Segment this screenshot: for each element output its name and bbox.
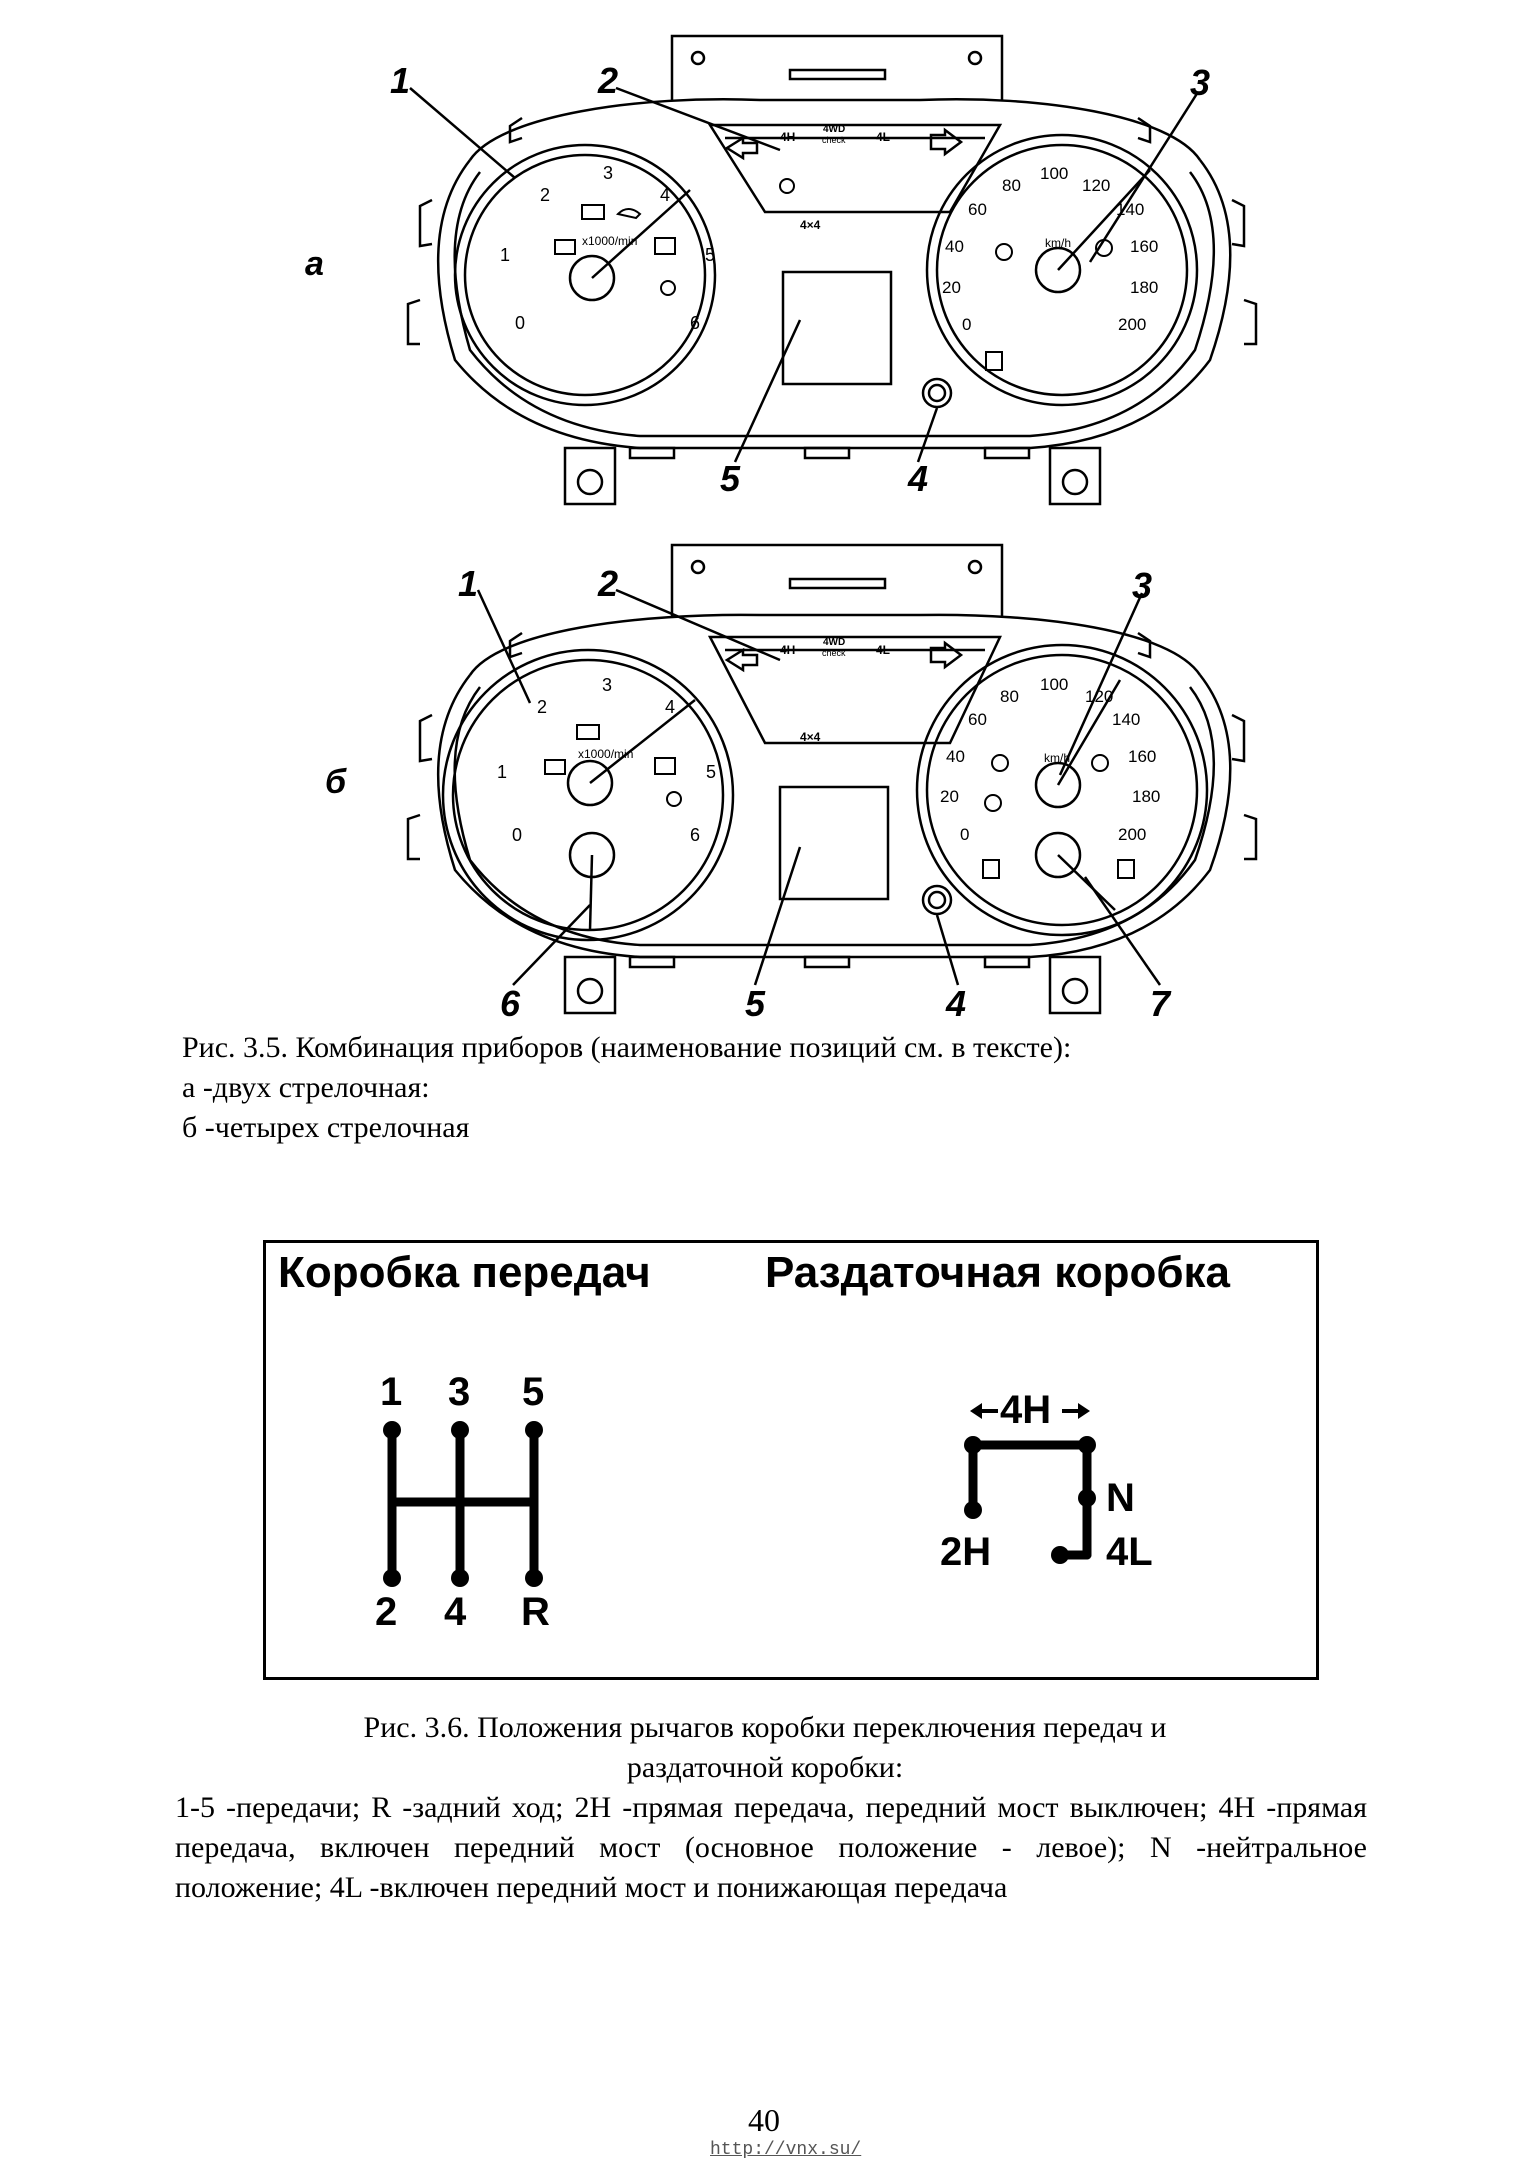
callout-1: 1	[458, 563, 479, 604]
speed-number: 160	[1130, 237, 1159, 256]
gear-4: 4	[444, 1590, 467, 1634]
speed-unit: km/h	[1044, 751, 1071, 765]
variant-label-a: а	[305, 245, 324, 283]
tach-unit: x1000/min	[578, 747, 634, 761]
indicator-4x4: 4×4	[800, 730, 821, 744]
indicator-4l: 4L	[876, 643, 891, 657]
speed-number: 100	[1040, 164, 1069, 183]
tach-number: 1	[497, 762, 508, 782]
speed-number: 60	[968, 710, 987, 729]
tach-number: 2	[537, 697, 548, 717]
gear-5: 5	[522, 1370, 545, 1414]
transfer-4l: 4L	[1106, 1530, 1153, 1574]
callout-6: 6	[500, 983, 521, 1024]
speed-number: 40	[946, 747, 965, 766]
callout-4: 4	[908, 458, 929, 499]
gear-1: 1	[380, 1370, 403, 1414]
speed-number: 100	[1040, 675, 1069, 694]
tach-number: 0	[512, 825, 523, 845]
fig36-title-line1: Рис. 3.6. Положения рычагов коробки пере…	[363, 1711, 1167, 1744]
callout-5: 5	[720, 458, 741, 499]
fig36-title-line2: раздаточной коробки:	[626, 1751, 904, 1784]
speed-number: 140	[1112, 710, 1141, 729]
tach-number: 5	[705, 245, 716, 265]
indicator-check: check	[822, 135, 846, 145]
tach-number: 4	[665, 697, 676, 717]
tach-number: 6	[690, 313, 701, 333]
speed-unit: km/h	[1045, 236, 1072, 250]
speed-number: 200	[1118, 825, 1147, 844]
tach-unit: x1000/min	[582, 234, 638, 248]
source-url[interactable]: http://vnx.su/	[710, 2140, 862, 2160]
tach-number: 5	[706, 762, 717, 782]
callout-7: 7	[1150, 983, 1171, 1024]
speed-number: 80	[1000, 687, 1019, 706]
transfer-4h: 4H	[1000, 1388, 1052, 1432]
indicator-4h: 4H	[780, 130, 796, 144]
speed-number: 200	[1118, 315, 1147, 334]
callout-5: 5	[745, 983, 766, 1024]
fig35-line-a: а -двух стрелочная:	[182, 1071, 430, 1104]
shift-pattern-box	[263, 1240, 1319, 1680]
tach-number: 3	[603, 163, 614, 183]
tach-number: 2	[540, 185, 551, 205]
callout-3: 3	[1190, 62, 1211, 103]
speed-number: 20	[940, 787, 959, 806]
gearbox-title: Коробка передач	[278, 1248, 651, 1297]
callout-3: 3	[1132, 565, 1153, 606]
tach-number: 0	[515, 313, 526, 333]
indicator-4wd: 4WD	[823, 637, 846, 648]
instrument-cluster-b	[406, 543, 1258, 1015]
indicator-4h: 4H	[780, 643, 796, 657]
gear-r: R	[521, 1590, 550, 1634]
tach-number: 6	[690, 825, 701, 845]
fig35-line-b: б -четырех стрелочная	[182, 1111, 470, 1144]
transfer-n: N	[1106, 1476, 1135, 1520]
speed-number: 0	[960, 825, 970, 844]
speed-number: 20	[942, 278, 961, 297]
indicator-4wd: 4WD	[823, 124, 846, 135]
page-number: 40	[748, 2102, 780, 2138]
callout-1: 1	[390, 60, 411, 101]
speed-number: 180	[1130, 278, 1159, 297]
speed-number: 140	[1116, 200, 1145, 219]
speed-number: 120	[1082, 176, 1111, 195]
speed-number: 160	[1128, 747, 1157, 766]
transfer-2h: 2H	[940, 1530, 992, 1574]
speed-number: 80	[1002, 176, 1021, 195]
callout-4: 4	[946, 983, 967, 1024]
speed-number: 40	[945, 237, 964, 256]
indicator-check: check	[822, 648, 846, 658]
speed-number: 60	[968, 200, 987, 219]
indicator-4x4: 4×4	[800, 218, 821, 232]
gear-3: 3	[448, 1370, 471, 1414]
tach-number: 4	[660, 185, 671, 205]
fig36-body: 1-5 -передачи; R -задний ход; 2H -прямая…	[175, 1791, 1367, 1904]
indicator-4l: 4L	[876, 130, 891, 144]
speed-number: 0	[962, 315, 972, 334]
speed-number: 120	[1085, 687, 1114, 706]
transfer-box-title: Раздаточная коробка	[765, 1248, 1231, 1297]
variant-label-b: б	[325, 763, 347, 801]
callout-2: 2	[598, 60, 619, 101]
instrument-cluster-a	[406, 34, 1258, 506]
tach-number: 1	[500, 245, 511, 265]
fig35-title: Рис. 3.5. Комбинация приборов (наименова…	[182, 1031, 1072, 1064]
callout-2: 2	[598, 563, 619, 604]
tach-number: 3	[602, 675, 613, 695]
speed-number: 180	[1132, 787, 1161, 806]
gear-2: 2	[375, 1590, 398, 1634]
